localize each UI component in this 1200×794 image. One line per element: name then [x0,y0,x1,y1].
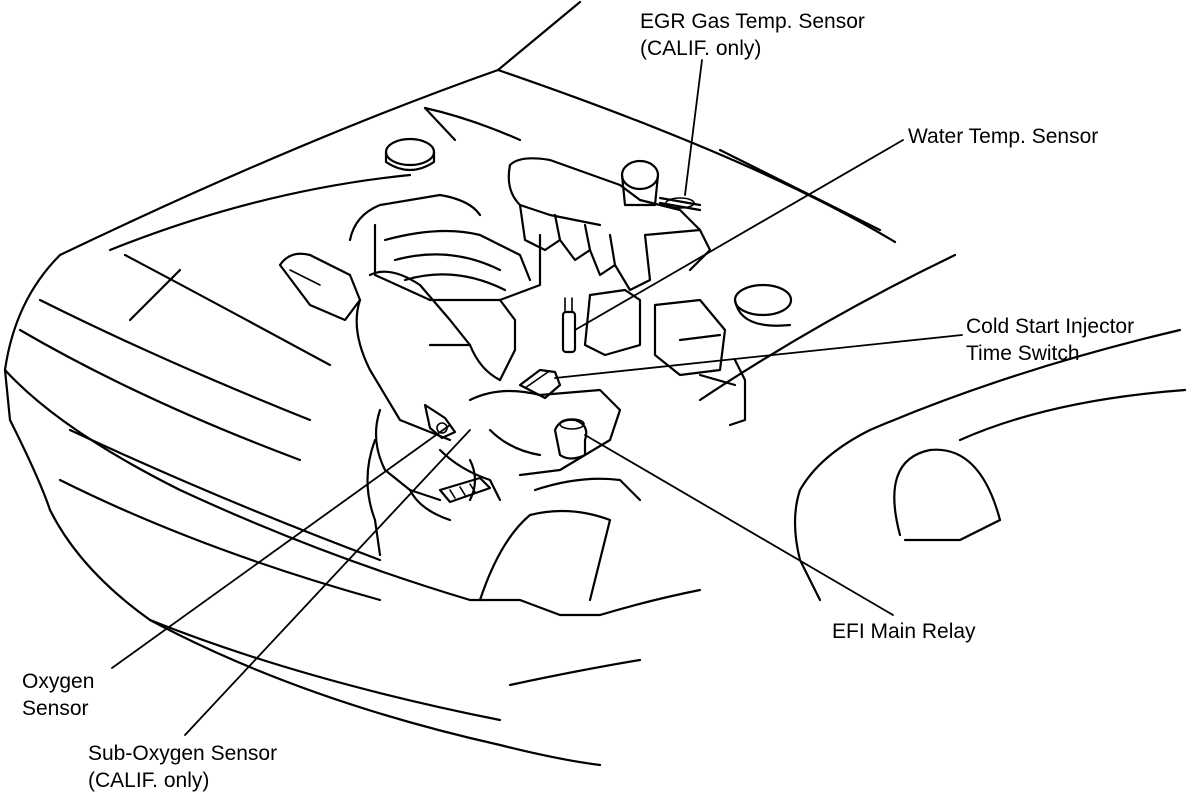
leader-egr [684,59,703,196]
leader-oxygen [111,424,451,669]
label-oxygen-line-1: Oxygen [22,670,95,693]
label-cold-start-injector-time-switch: Cold Start Injector Time Switch [966,313,1134,367]
label-oxygen-sensor: Oxygen Sensor [22,668,94,722]
leader-water-temp [574,139,904,331]
air-intake [507,157,712,292]
sensor-water-temp [561,297,577,354]
sensor-efi-relay [553,418,588,460]
label-cold-start-line-1: Cold Start Injector [966,315,1135,338]
leader-cold-start [554,334,963,379]
leader-sub-oxygen [184,429,471,736]
leader-lines [111,59,963,736]
label-cold-start-line-2: Time Switch [966,342,1080,365]
leader-efi [584,434,894,616]
strut-towers [384,137,793,327]
engine-block [278,193,542,557]
fender-outline [3,253,1187,602]
label-water-line-1: Water Temp. Sensor [908,125,1099,148]
label-egr-line-2: (CALIF. only) [640,37,762,60]
bumper-outline [3,298,702,767]
right-components [583,288,747,427]
sensor-sub-oxygen [438,476,492,504]
label-sub-oxygen-sensor: Sub-Oxygen Sensor (CALIF. only) [88,740,277,794]
label-oxygen-line-2: Sensor [22,697,89,720]
label-water-temp-sensor: Water Temp. Sensor [908,123,1098,150]
lower-engine [438,388,622,502]
label-efi-line-1: EFI Main Relay [832,620,976,643]
label-sub-oxygen-line-1: Sub-Oxygen Sensor [88,742,278,765]
label-egr-gas-temp-sensor: EGR Gas Temp. Sensor (CALIF. only) [640,8,865,62]
hood-outline [58,0,897,257]
label-egr-line-1: EGR Gas Temp. Sensor [640,10,865,33]
label-sub-oxygen-line-2: (CALIF. only) [88,769,210,792]
label-efi-main-relay: EFI Main Relay [832,618,976,645]
sensor-egr [658,196,702,212]
